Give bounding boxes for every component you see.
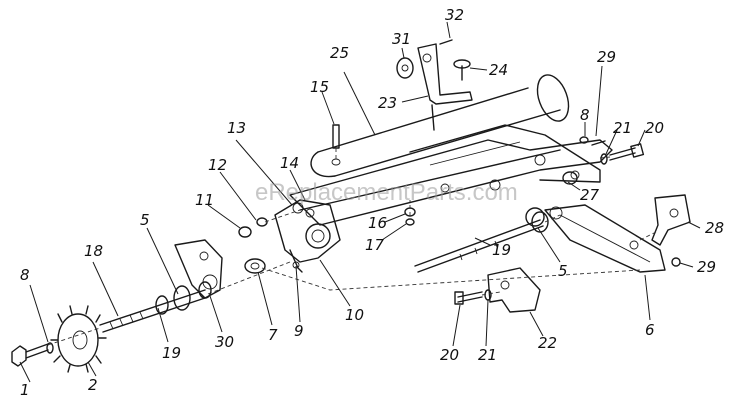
right-shaft xyxy=(414,211,549,273)
callout-18: 18 xyxy=(84,242,103,260)
callout-27: 27 xyxy=(580,186,600,204)
callout-1: 1 xyxy=(20,381,30,399)
callout-32: 32 xyxy=(445,6,464,24)
callout-29-right: 29 xyxy=(697,258,716,276)
bracket-30 xyxy=(174,239,223,299)
leader-lines xyxy=(19,21,701,383)
callout-10: 10 xyxy=(345,306,364,324)
bracket-22 xyxy=(454,267,541,313)
callout-7: 7 xyxy=(268,326,278,344)
bracket-28 xyxy=(651,194,691,246)
watermark: eReplacementParts.com xyxy=(255,179,518,206)
callout-20-top: 20 xyxy=(645,119,664,137)
callout-29-top: 29 xyxy=(597,48,616,66)
callout-17: 17 xyxy=(365,236,385,254)
callout-19: 19 xyxy=(162,344,181,362)
left-bracket xyxy=(274,199,341,273)
callout-24: 24 xyxy=(489,61,508,79)
callout-12: 12 xyxy=(208,156,227,174)
callout-9: 9 xyxy=(294,322,304,340)
right-lower-bracket xyxy=(544,204,666,273)
hardware xyxy=(11,124,681,367)
callout-15: 15 xyxy=(310,78,329,96)
callout-19-right: 19 xyxy=(492,241,511,259)
callout-30: 30 xyxy=(215,333,234,351)
callout-20-bottom: 20 xyxy=(440,346,459,364)
callout-13: 13 xyxy=(227,119,246,137)
callout-16: 16 xyxy=(368,214,387,232)
callout-21-bottom: 21 xyxy=(478,346,497,364)
left-shaft xyxy=(99,281,212,333)
frame-plates xyxy=(289,124,613,226)
top-bracket-23 xyxy=(396,39,473,131)
callout-31: 31 xyxy=(392,30,411,48)
callout-labels: 1 2 8 18 19 5 30 7 11 12 13 14 9 10 15 2… xyxy=(20,6,724,399)
callout-23: 23 xyxy=(378,94,397,112)
callout-5-right: 5 xyxy=(558,262,568,280)
callout-22: 22 xyxy=(538,334,557,352)
callout-8: 8 xyxy=(20,266,30,284)
callout-5: 5 xyxy=(140,211,150,229)
gear-2 xyxy=(50,305,107,373)
callout-6: 6 xyxy=(645,321,655,339)
callout-8-right: 8 xyxy=(580,106,590,124)
callout-28: 28 xyxy=(705,219,724,237)
callout-25: 25 xyxy=(330,44,349,62)
callout-14: 14 xyxy=(280,154,299,172)
alignment-lines xyxy=(47,148,657,346)
callout-2: 2 xyxy=(88,376,98,394)
callout-11: 11 xyxy=(195,191,214,209)
callout-21-top: 21 xyxy=(613,119,632,137)
